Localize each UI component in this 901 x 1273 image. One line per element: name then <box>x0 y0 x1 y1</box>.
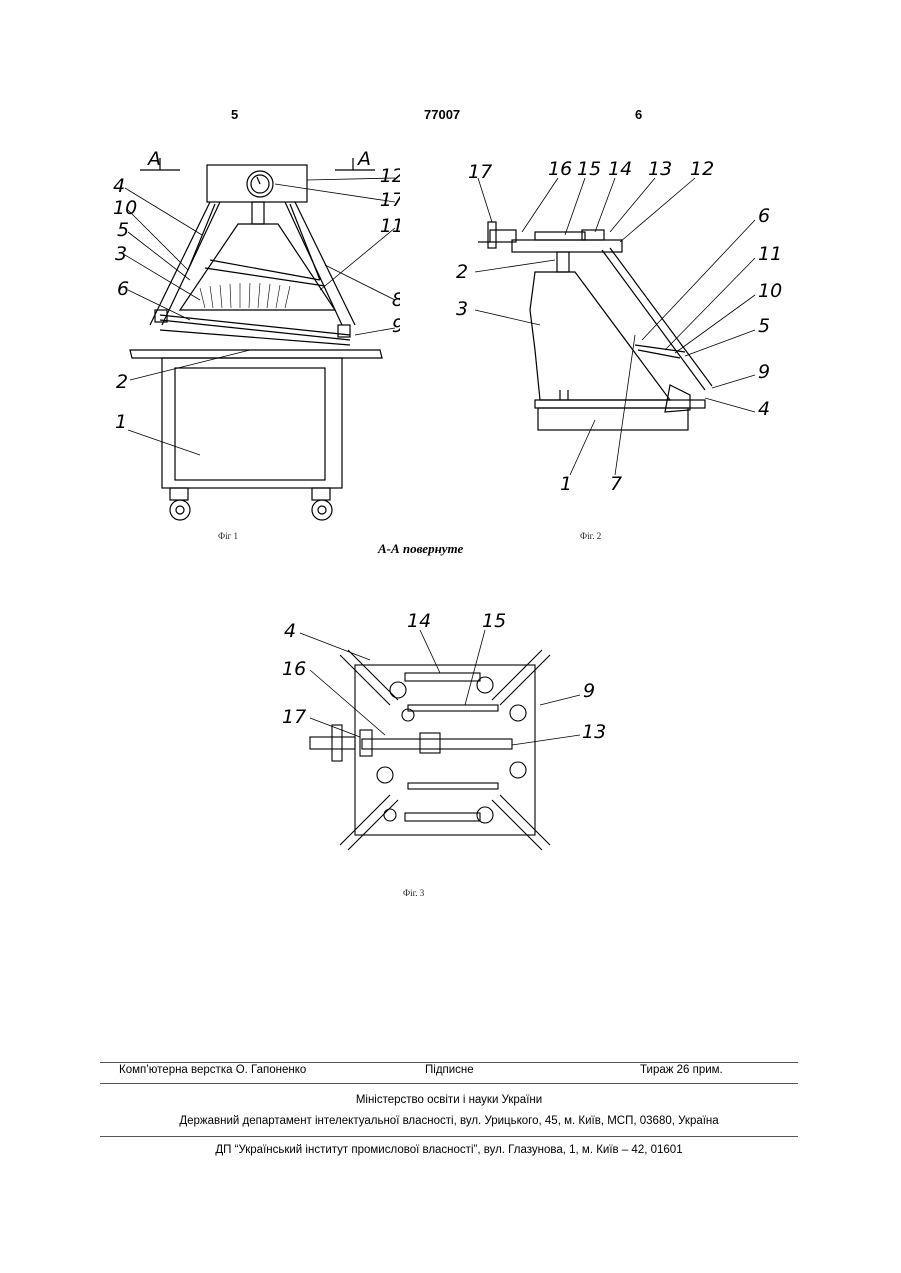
footer-ministry: Міністерство освіти і науки України <box>100 1094 798 1106</box>
fig1-label-1: 1 <box>115 411 127 433</box>
fig2-label-9: 9 <box>758 361 770 383</box>
fig2-label-1: 1 <box>560 473 572 495</box>
fig1-label-9: 9 <box>392 315 400 337</box>
footer-circulation: Тираж 26 прим. <box>640 1064 723 1076</box>
fig1-label-17: 17 <box>380 189 400 211</box>
fig2-label-3: 3 <box>456 298 468 320</box>
footer-rule-top <box>100 1062 798 1063</box>
document-number: 77007 <box>424 107 460 122</box>
figure-2-caption: Фіг. 2 <box>580 531 601 541</box>
fig1-label-6: 6 <box>117 278 129 300</box>
figure-3-caption: Фіг. 3 <box>403 888 424 898</box>
fig1-label-3: 3 <box>115 243 127 265</box>
section-title: А-А повернуте <box>378 541 463 557</box>
fig3-label-14: 14 <box>407 610 431 632</box>
fig2-label-7: 7 <box>610 473 622 495</box>
fig3-label-4: 4 <box>284 620 296 642</box>
footer-institute: ДП “Український інститут промислової вла… <box>100 1144 798 1156</box>
fig2-label-2: 2 <box>456 261 468 283</box>
fig1-label-12: 12 <box>380 165 400 187</box>
fig3-label-9: 9 <box>583 680 595 702</box>
section-mark-right: A <box>356 148 371 170</box>
fig2-label-5: 5 <box>758 315 770 337</box>
fig1-label-11: 11 <box>380 215 400 237</box>
fig3-label-17: 17 <box>282 706 306 728</box>
fig1-label-10: 10 <box>113 197 137 219</box>
fig1-label-2: 2 <box>116 371 128 393</box>
fig2-label-6: 6 <box>758 205 770 227</box>
figure-3-drawing: 4 14 15 16 9 17 13 <box>280 605 620 855</box>
fig2-label-13: 13 <box>648 158 672 180</box>
fig3-label-15: 15 <box>482 610 506 632</box>
footer-department: Державний департамент інтелектуальної вл… <box>100 1115 798 1127</box>
fig2-label-12: 12 <box>690 158 714 180</box>
fig1-label-5: 5 <box>117 219 129 241</box>
footer-signed: Підписне <box>425 1064 474 1076</box>
footer-rule-middle <box>100 1083 798 1084</box>
figure-1-drawing: A A 4 10 5 3 6 2 1 12 17 11 8 9 <box>110 140 400 530</box>
page-number-left: 5 <box>231 107 238 122</box>
fig1-label-8: 8 <box>392 289 400 311</box>
fig3-label-16: 16 <box>282 658 306 680</box>
fig2-label-14: 14 <box>608 158 632 180</box>
figure-2-drawing: 17 16 15 14 13 12 6 11 10 5 9 4 2 3 1 7 <box>450 150 790 500</box>
page-number-right: 6 <box>635 107 642 122</box>
section-mark-left: A <box>146 148 161 170</box>
fig1-label-4: 4 <box>113 175 125 197</box>
fig2-label-11: 11 <box>758 243 782 265</box>
footer-rule-bottom <box>100 1136 798 1137</box>
fig2-label-15: 15 <box>577 158 601 180</box>
fig2-label-17: 17 <box>468 161 492 183</box>
fig2-label-10: 10 <box>758 280 782 302</box>
fig2-label-16: 16 <box>548 158 572 180</box>
footer-typesetting: Комп’ютерна верстка О. Гапоненко <box>119 1064 306 1076</box>
fig2-label-4: 4 <box>758 398 770 420</box>
figure-1-caption: Фіг 1 <box>218 531 238 541</box>
fig3-label-13: 13 <box>582 721 606 743</box>
